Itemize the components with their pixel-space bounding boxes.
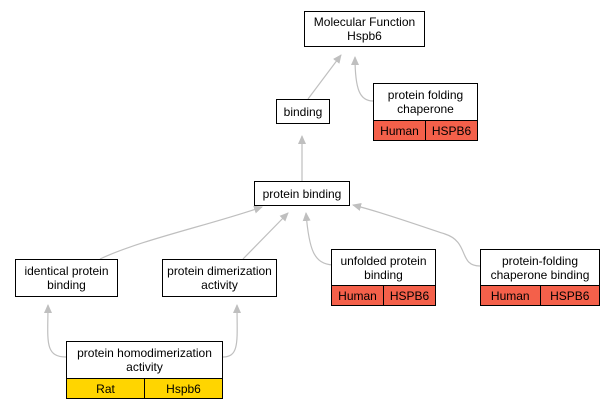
- gene-cell: HSPB6: [425, 121, 477, 140]
- edge-protein-dimerization-to-protein-binding: [242, 212, 289, 260]
- species-cell: Human: [332, 286, 383, 305]
- node-label-line1: protein dimerization: [167, 264, 272, 278]
- node-label-line1: unfolded protein: [340, 253, 427, 268]
- annotation-row: Human HSPB6: [332, 285, 435, 305]
- edge-unfolded-protein-binding-to-protein-binding: [302, 212, 334, 266]
- edge-identical-protein-binding-to-protein-binding: [99, 205, 263, 260]
- node-label-line2: activity: [201, 278, 238, 292]
- edge-binding-to-molecular-function: [307, 54, 342, 100]
- binding-node[interactable]: binding: [276, 99, 330, 124]
- annotation-row: Human HSPB6: [481, 285, 599, 305]
- protein-folding-chaperone-node[interactable]: protein folding chaperone Human HSPB6: [373, 83, 478, 141]
- node-label-line2: activity: [126, 360, 163, 374]
- annotation-row: Human HSPB6: [374, 120, 477, 140]
- species-cell: Rat: [67, 379, 144, 398]
- node-label-line1: identical protein: [24, 264, 109, 278]
- identical-protein-binding-node[interactable]: identical protein binding: [15, 259, 118, 297]
- gene-cell: HSPB6: [539, 286, 599, 305]
- node-label: binding: [283, 104, 323, 119]
- node-label-line2: chaperone: [397, 102, 454, 116]
- protein-dimerization-activity-node[interactable]: protein dimerization activity: [162, 259, 277, 297]
- protein-binding-node[interactable]: protein binding: [254, 181, 350, 206]
- node-label-line1: protein-folding: [501, 253, 579, 268]
- gene-cell: HSPB6: [383, 286, 435, 305]
- edge-homodimerization-to-dimerization-activity: [222, 304, 242, 358]
- protein-folding-chaperone-binding-node[interactable]: protein-folding chaperone binding Human …: [480, 249, 600, 306]
- species-cell: Human: [481, 286, 540, 305]
- node-label-line2: chaperone binding: [490, 267, 590, 282]
- molecular-function-node[interactable]: Molecular Function Hspb6: [304, 11, 425, 47]
- species-cell: Human: [374, 121, 425, 140]
- protein-homodimerization-activity-node[interactable]: protein homodimerization activity Rat Hs…: [66, 341, 223, 399]
- unfolded-protein-binding-node[interactable]: unfolded protein binding Human HSPB6: [331, 249, 436, 306]
- node-label-line1: protein folding: [387, 88, 464, 102]
- gene-cell: Hspb6: [144, 379, 222, 398]
- edge-chaperone-binding-to-protein-binding: [352, 203, 481, 267]
- edge-protein-folding-chaperone-to-molecular-function: [351, 56, 374, 102]
- annotation-row: Rat Hspb6: [67, 378, 222, 398]
- node-label-line1: Molecular Function: [313, 15, 416, 29]
- node-label-line2: binding: [364, 267, 403, 282]
- node-label-line2: Hspb6: [347, 29, 382, 43]
- edge-homodimerization-to-identical-protein-binding: [43, 304, 67, 358]
- node-label: protein binding: [262, 186, 342, 201]
- node-label-line1: protein homodimerization: [77, 346, 212, 360]
- node-label-line2: binding: [47, 278, 86, 292]
